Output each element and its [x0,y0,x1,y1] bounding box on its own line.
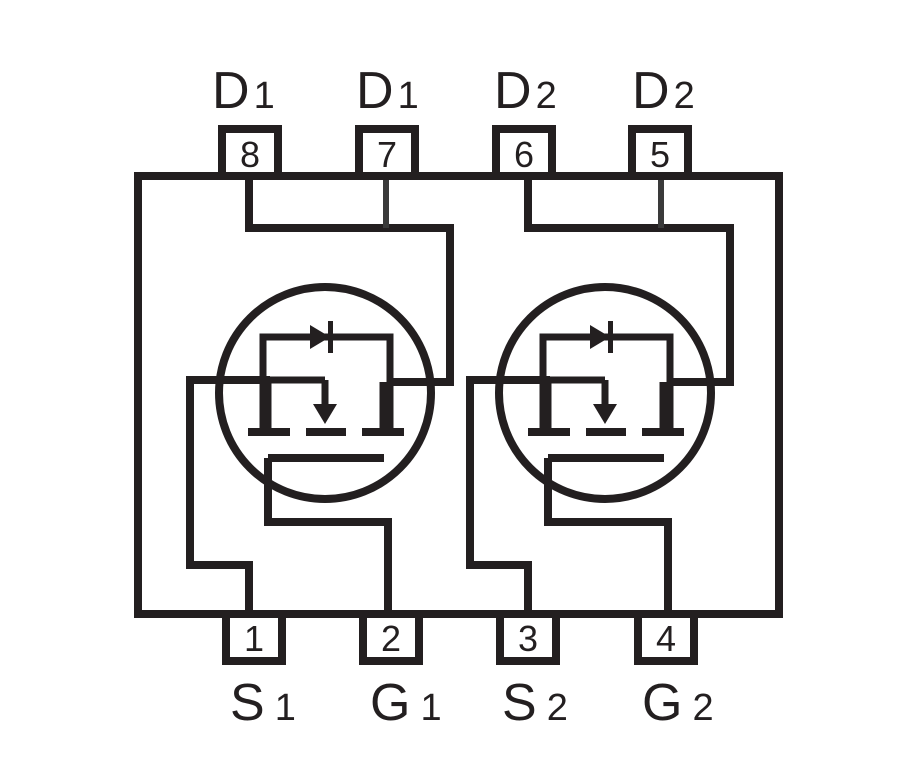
body-1-arrow [313,404,337,424]
gate-1-trace [264,458,392,614]
body-diode-2-triangle [590,325,610,349]
source-2-trace [466,376,550,614]
body-diode-2-bar [608,321,613,353]
pin-number: 2 [381,618,401,659]
body-diode-1-triangle [310,325,330,349]
pin-number: 1 [244,618,264,659]
pin-box [218,125,282,180]
pin-box [634,610,698,665]
pin-box [492,125,556,180]
pin-number: 6 [514,134,534,175]
body-diode-1-bar [328,321,333,353]
bottom-pins: 1 2 3 4 [222,610,698,665]
pin-box [222,610,286,665]
pin-number: 7 [377,134,397,175]
gate-2-trace [544,458,672,614]
pin-box [628,125,692,180]
pin-number: 8 [240,134,260,175]
pin-number: 4 [656,618,676,659]
mosfet-2-circle [495,283,715,503]
mosfet-1 [186,176,454,614]
pin-box [496,610,560,665]
mosfet-2 [466,176,734,614]
mosfet-1-circle [215,283,435,503]
source-1-trace [186,376,270,614]
pin-box [359,610,423,665]
pin-box [355,125,419,180]
pin-number: 5 [650,134,670,175]
package-outline [134,172,783,618]
top-pins: 8 7 6 5 [218,125,692,180]
body-2-arrow [593,404,617,424]
pin-number: 3 [518,618,538,659]
